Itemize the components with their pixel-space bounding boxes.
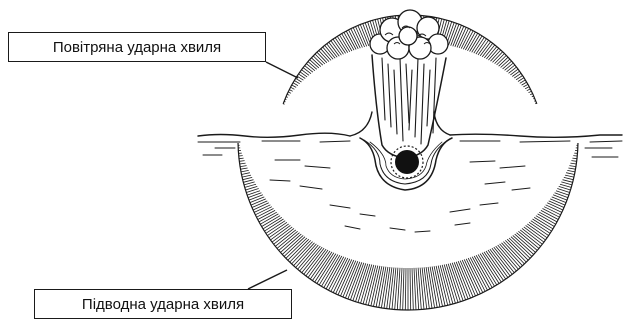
underwater-shock-wave-label-text: Підводна ударна хвиля [82,296,244,313]
gas-bubble [391,146,423,178]
water-label-leader [248,270,287,289]
explosion-plume [372,55,446,158]
air-shock-wave-label: Повітряна ударна хвиля [8,32,266,62]
air-label-leader [266,62,298,78]
underwater-shock-wave-label: Підводна ударна хвиля [34,289,292,319]
air-shock-wave-label-text: Повітряна ударна хвиля [53,39,221,56]
